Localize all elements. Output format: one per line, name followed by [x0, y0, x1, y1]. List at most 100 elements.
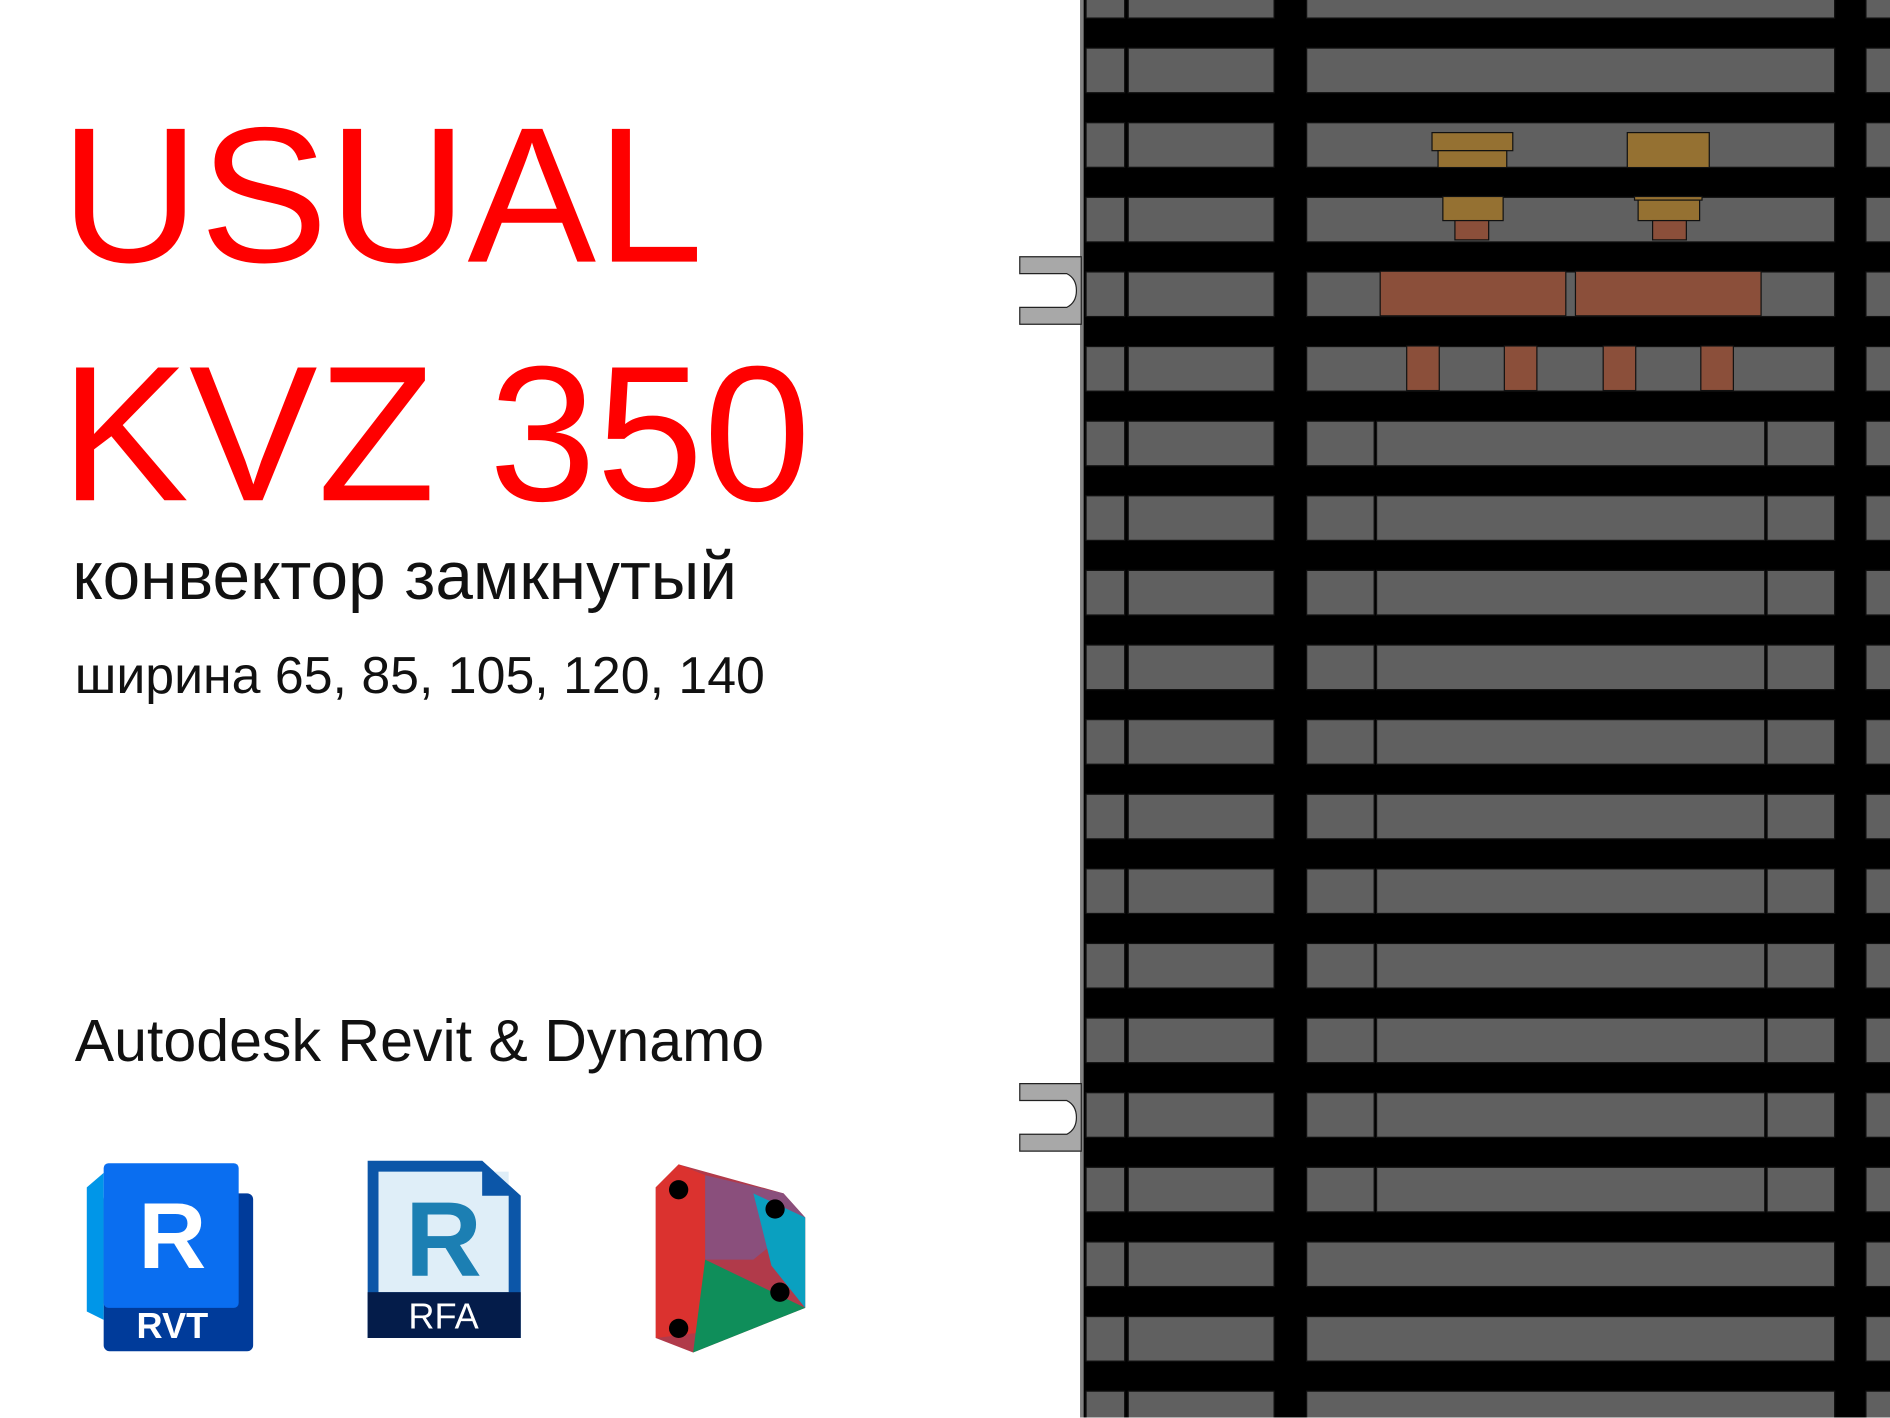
grate-cell	[1085, 345, 1126, 392]
grate-cell	[1085, 942, 1126, 989]
grate-cell	[1085, 644, 1126, 691]
grate-cell	[1127, 0, 1275, 19]
rfa-letter: R	[405, 1180, 482, 1298]
grate-cell	[1865, 1166, 1890, 1213]
grate-cell	[1306, 1166, 1375, 1213]
grate-cell	[1127, 793, 1275, 840]
grate-cell	[1375, 569, 1766, 616]
grate-cell	[1306, 122, 1836, 168]
heat-fin	[1503, 345, 1538, 392]
grate-cell	[1865, 1017, 1890, 1064]
grate-cell	[1766, 495, 1836, 541]
heat-fin	[1700, 345, 1734, 392]
grate-cell	[1085, 122, 1126, 168]
grate-cell	[1127, 122, 1275, 168]
grate-cell	[1375, 420, 1766, 467]
grate-cell	[1865, 271, 1890, 318]
grate-cell	[1306, 47, 1836, 94]
grate-cell	[1865, 719, 1890, 765]
grate-cell	[1306, 345, 1836, 392]
grate-cell	[1127, 1315, 1275, 1362]
heat-fin	[1602, 345, 1637, 392]
grate-cell	[1085, 569, 1126, 616]
grate-cell	[1306, 1241, 1836, 1288]
grate-cell	[1127, 271, 1275, 318]
heat-exchanger	[1574, 270, 1762, 317]
grate-cell	[1127, 1017, 1275, 1064]
grate-cell	[1375, 495, 1766, 541]
grate-cell	[1085, 1017, 1126, 1064]
grate-cell	[1306, 719, 1375, 765]
widths-text: ширина 65, 85, 105, 120, 140	[74, 647, 765, 706]
title-line-1: USUAL	[60, 86, 704, 303]
grate-cell	[1865, 942, 1890, 989]
grate-cell	[1306, 1017, 1375, 1064]
title-line-2: KVZ 350	[60, 325, 811, 542]
grate-cell	[1766, 942, 1836, 989]
grate-cell	[1085, 793, 1126, 840]
grate-cell	[1865, 868, 1890, 915]
rvt-letter: R	[138, 1183, 206, 1288]
grate-cell	[1127, 345, 1275, 392]
grate-cell	[1306, 1390, 1836, 1418]
grate-cell	[1306, 1315, 1836, 1362]
grate-cell	[1306, 495, 1375, 541]
grate-cell	[1127, 47, 1275, 94]
grate-cell	[1085, 47, 1126, 94]
grate-cell	[1085, 1390, 1126, 1418]
grate-cell	[1127, 196, 1275, 243]
grate-cell	[1375, 1017, 1766, 1064]
grate-cell	[1766, 1166, 1836, 1213]
valve-body	[1637, 199, 1701, 222]
grate-cell	[1766, 1017, 1836, 1064]
grate-cell	[1306, 1092, 1375, 1138]
grate-cell	[1375, 793, 1766, 840]
grate-cell	[1127, 1241, 1275, 1288]
grate-cell	[1865, 793, 1890, 840]
grate-cell	[1306, 644, 1375, 691]
grate-cell	[1127, 1092, 1275, 1138]
grate-cell	[1127, 644, 1275, 691]
grate-cell	[1375, 719, 1766, 765]
grate-cell	[1306, 868, 1375, 915]
grate-cell	[1127, 719, 1275, 765]
grate-cell	[1766, 1092, 1836, 1138]
grate-cell	[1127, 942, 1275, 989]
grate-cell	[1085, 0, 1126, 19]
grate-cell	[1306, 196, 1836, 243]
grate-cell	[1127, 1390, 1275, 1418]
grate-cell	[1865, 1390, 1890, 1418]
grate-cell	[1085, 1241, 1126, 1288]
grate-cell	[1306, 569, 1375, 616]
grate-cell	[1766, 569, 1836, 616]
grate-cell	[1766, 420, 1836, 467]
grate-cell	[1865, 1092, 1890, 1138]
rfa-label: RFA	[408, 1295, 479, 1336]
valve-cap	[1626, 131, 1710, 169]
grate-cell	[1085, 495, 1126, 541]
grate-cell	[1865, 47, 1890, 94]
valve-cap	[1431, 131, 1514, 152]
grate-cell	[1375, 1166, 1766, 1213]
pipe-stub	[1652, 219, 1687, 241]
grate-cell	[1865, 0, 1890, 19]
grate-cell	[1865, 644, 1890, 691]
grate-cell	[1127, 420, 1275, 467]
grate-cell	[1306, 420, 1375, 467]
dynamo-logo	[655, 1164, 806, 1353]
grate-cell	[1375, 868, 1766, 915]
heat-fin	[1406, 345, 1440, 392]
valve-body	[1437, 150, 1508, 169]
grate-cell	[1766, 793, 1836, 840]
grate-cell	[1306, 942, 1375, 989]
grate-cell	[1085, 1315, 1126, 1362]
grate-cell	[1127, 495, 1275, 541]
grate-cell	[1085, 420, 1126, 467]
mounting-bracket	[1019, 1083, 1082, 1152]
grate-cell	[1085, 868, 1126, 915]
grate-cell	[1085, 1092, 1126, 1138]
grate-cell	[1306, 0, 1836, 19]
